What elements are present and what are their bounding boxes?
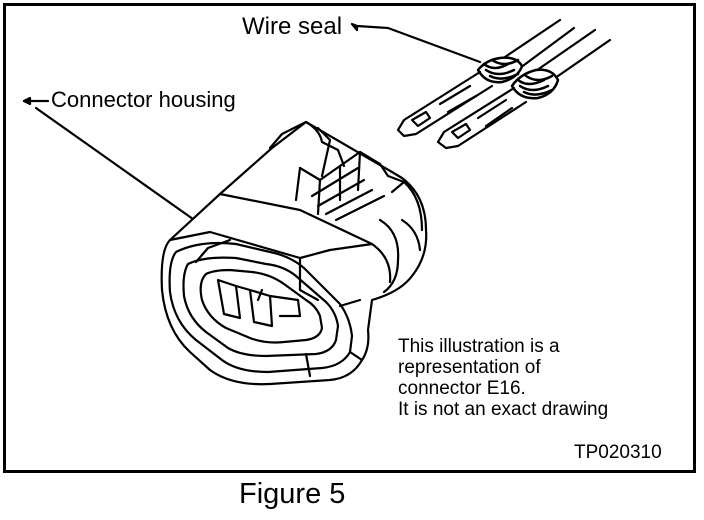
wire-seal-upper <box>476 56 524 84</box>
terminal-upper <box>396 70 494 138</box>
illustration-frame <box>3 3 696 473</box>
wire-seal-lower <box>510 68 560 100</box>
wire-seal-label: Wire seal <box>242 13 343 40</box>
connector-housing-label: Connector housing <box>51 87 236 112</box>
terminal-lower <box>436 86 528 150</box>
connector-housing-leader-line <box>22 96 202 226</box>
connector-housing <box>160 120 428 386</box>
reference-code: TP020310 <box>574 442 662 463</box>
connector-front-face <box>168 238 364 378</box>
wire-pair <box>503 18 612 87</box>
note-line-4: It is not an exact drawing <box>398 399 609 420</box>
note-line-3: connector E16. <box>398 378 526 399</box>
wire-seal-leader-line <box>350 22 482 64</box>
note-line-2: representation of <box>398 357 541 378</box>
figure-caption: Figure 5 <box>239 478 346 510</box>
note-line-1: This illustration is a <box>398 336 560 357</box>
illustration-note: This illustration is a representation of… <box>398 336 608 420</box>
